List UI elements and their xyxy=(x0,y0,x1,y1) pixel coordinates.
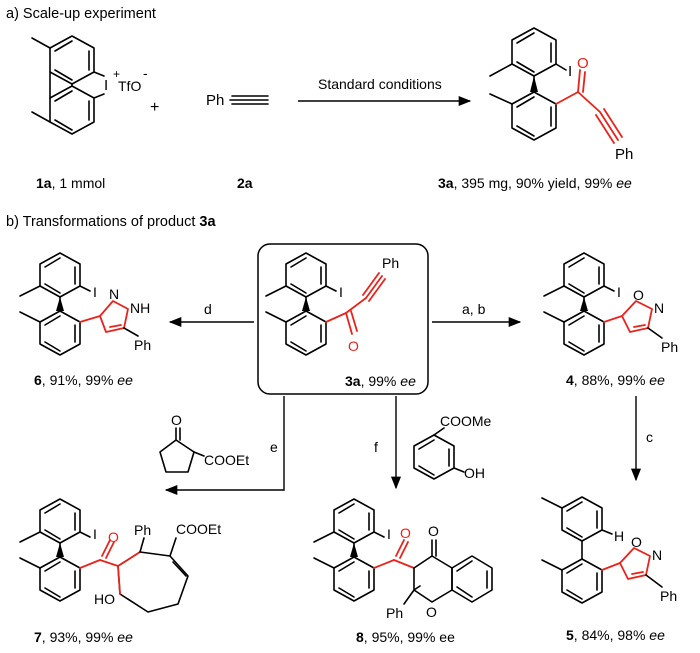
compound-6-ee: ee xyxy=(117,372,133,388)
center-phenyl-label: Ph xyxy=(382,255,399,271)
compound-6-iodo-label: I xyxy=(93,284,97,300)
compound-2a-structure xyxy=(229,95,269,105)
reagent-f-ester-label: COOMe xyxy=(440,413,492,429)
compound-4-caption: 4, 88%, 99% ee xyxy=(566,372,665,388)
compound-4-id: 4 xyxy=(566,372,574,388)
alkyne-phenyl-label: Ph xyxy=(206,92,224,109)
section-b-title-id: 3a xyxy=(199,214,216,230)
compound-8-iodo-label: I xyxy=(387,526,391,542)
compound-7-id: 7 xyxy=(34,629,42,645)
reagent-f-hydroxy-label: OH xyxy=(464,465,485,481)
compound-6-nh-label: NH xyxy=(130,300,150,316)
reagent-ab-label: a, b xyxy=(462,301,486,317)
compound-8-oxo-label: O xyxy=(400,525,411,541)
compound-5-phenyl-label: Ph xyxy=(660,588,677,604)
center-iodo-label: I xyxy=(339,284,343,300)
compound-8-id: 8 xyxy=(356,629,364,645)
compound-7-ee: ee xyxy=(117,629,133,645)
compound-5-detail: , 84%, 98% xyxy=(574,627,650,643)
compound-7-structure xyxy=(19,498,189,613)
reagent-d-label: d xyxy=(204,301,212,317)
compound-3a-box xyxy=(257,243,429,395)
compound-5-o-label: O xyxy=(631,534,642,550)
compound-1a-detail: , 1 mmol xyxy=(52,175,106,191)
compound-3a-top-detail: , 395 mg, 90% yield, 99% xyxy=(454,175,617,191)
compound-4-structure xyxy=(543,252,663,356)
plus-sign: + xyxy=(150,99,159,116)
compound-7-phenyl-label: Ph xyxy=(134,522,151,538)
compound-3a-top-ee: ee xyxy=(616,175,632,191)
compound-8-phenyl-label: Ph xyxy=(386,605,403,621)
reagent-e-structure xyxy=(159,427,205,473)
compound-6-phenyl-label: Ph xyxy=(134,337,151,353)
compound-7-iodo-label: I xyxy=(93,526,97,542)
iodonium-charge-plus: + xyxy=(113,67,120,81)
compound-6-n-label: N xyxy=(109,286,119,302)
compound-3a-top-id: 3a xyxy=(438,175,454,191)
compound-1a-structure xyxy=(31,35,105,135)
compound-8-detail: , 95%, 99% ee xyxy=(364,629,455,645)
compound-8-structure xyxy=(313,498,493,605)
compound-4-ee: ee xyxy=(649,372,665,388)
section-b-title-text: b) Transformations of product xyxy=(6,214,199,230)
compound-8-chromone-oxo-label: O xyxy=(428,523,439,539)
compound-7-ester-label: COOEt xyxy=(176,521,221,537)
reagent-c-label: c xyxy=(646,429,653,445)
compound-6-structure xyxy=(19,252,139,356)
compound-4-n-label: N xyxy=(654,300,664,316)
reagent-e-label: e xyxy=(270,439,278,455)
compound-3a-center-detail: , 99% xyxy=(361,373,401,389)
conditions-label: Standard conditions xyxy=(318,76,442,92)
compound-4-phenyl-label: Ph xyxy=(661,339,678,355)
reagent-f-structure xyxy=(413,427,465,480)
product-oxo-label: O xyxy=(577,55,589,72)
triflate-counterion: TfO xyxy=(118,78,141,94)
compound-3a-center-structure xyxy=(265,252,386,356)
compound-6-detail: , 91%, 99% xyxy=(42,372,118,388)
compound-6-id: 6 xyxy=(34,372,42,388)
compound-8-caption: 8, 95%, 99% ee xyxy=(356,629,455,645)
compound-7-oxo-label: O xyxy=(108,529,119,545)
compound-5-ee: ee xyxy=(649,627,665,643)
product-phenyl-label: Ph xyxy=(615,146,633,163)
reagent-e-oxo-label: O xyxy=(171,412,182,428)
triflate-charge-minus: - xyxy=(143,65,148,81)
compound-3a-top-structure xyxy=(489,27,623,144)
compound-4-detail: , 88%, 99% xyxy=(574,372,650,388)
reagent-f-label: f xyxy=(374,439,378,455)
compound-7-hydroxy-label: HO xyxy=(94,591,115,607)
product-iodo-label: I xyxy=(568,63,572,80)
section-b-title: b) Transformations of product 3a xyxy=(6,214,216,230)
compound-7-caption: 7, 93%, 99% ee xyxy=(34,629,133,645)
compound-6-caption: 6, 91%, 99% ee xyxy=(34,372,133,388)
reagent-e-ester-label: COOEt xyxy=(204,452,249,468)
center-oxo-label: O xyxy=(348,338,359,354)
compound-3a-center-id: 3a xyxy=(345,373,361,389)
compound-5-id: 5 xyxy=(566,627,574,643)
compound-5-h-label: H xyxy=(614,528,624,544)
compound-5-structure xyxy=(541,496,663,604)
compound-3a-top-caption: 3a, 395 mg, 90% yield, 99% ee xyxy=(438,175,632,191)
iodonium-label: I xyxy=(104,77,108,94)
compound-7-detail: , 93%, 99% xyxy=(42,629,118,645)
section-a-title: a) Scale-up experiment xyxy=(6,6,156,22)
compound-1a-caption: 1a, 1 mmol xyxy=(36,175,105,191)
compound-1a-id: 1a xyxy=(36,175,52,191)
compound-5-n-label: N xyxy=(652,547,662,563)
compound-5-caption: 5, 84%, 98% ee xyxy=(566,627,665,643)
compound-4-o-label: O xyxy=(633,287,644,303)
compound-8-ring-o-label: O xyxy=(426,604,437,620)
compound-4-iodo-label: I xyxy=(617,284,621,300)
compound-3a-center-ee: ee xyxy=(400,373,416,389)
compound-2a-caption: 2a xyxy=(237,175,253,191)
compound-3a-center-caption: 3a, 99% ee xyxy=(345,373,416,389)
arrow-e xyxy=(164,396,285,496)
